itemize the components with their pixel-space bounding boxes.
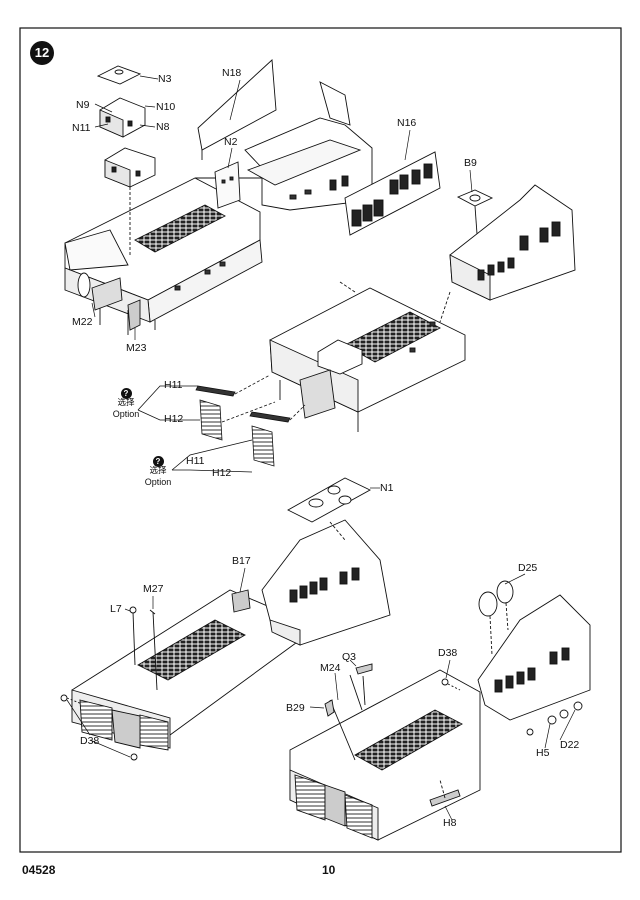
option-brackets bbox=[137, 385, 253, 473]
product-code: 04528 bbox=[22, 863, 56, 877]
label-h5: H5 bbox=[536, 747, 550, 759]
label-m27: M27 bbox=[143, 583, 164, 595]
label-n18: N18 bbox=[222, 67, 242, 79]
label-h12-a: H12 bbox=[164, 413, 184, 425]
label-h8: H8 bbox=[443, 817, 457, 829]
label-m24: M24 bbox=[320, 662, 341, 674]
option-parts-b bbox=[249, 404, 306, 467]
label-q3: Q3 bbox=[342, 651, 357, 663]
label-b29: B29 bbox=[286, 702, 305, 714]
hull-top-left bbox=[64, 177, 291, 335]
label-b17: B17 bbox=[232, 555, 251, 567]
option-note-a-english: Option bbox=[112, 408, 140, 419]
rear-compartment-top bbox=[197, 59, 373, 211]
turret-parts bbox=[96, 65, 156, 255]
label-n10: N10 bbox=[156, 101, 176, 113]
label-n8: N8 bbox=[156, 121, 170, 133]
label-n16: N16 bbox=[397, 117, 417, 129]
hull-bottom-right bbox=[289, 580, 591, 841]
rear-compartment-b9 bbox=[449, 184, 576, 301]
option-note-b-english: Option bbox=[144, 476, 172, 487]
label-b9: B9 bbox=[464, 157, 477, 169]
page-frame bbox=[19, 27, 622, 853]
label-n11: N11 bbox=[72, 122, 91, 134]
label-d38-right: D38 bbox=[438, 647, 458, 659]
label-n3: N3 bbox=[158, 73, 172, 85]
label-m22: M22 bbox=[72, 316, 93, 328]
label-n1: N1 bbox=[380, 482, 394, 494]
step-number-badge: 12 bbox=[30, 41, 54, 65]
hull-bottom-left bbox=[60, 519, 391, 761]
option-note-b-chinese: 选择 bbox=[149, 466, 167, 476]
panel-n16 bbox=[344, 151, 441, 236]
label-n9: N9 bbox=[76, 99, 90, 111]
option-badge-icon: ? bbox=[152, 456, 164, 467]
option-badge-icon: ? bbox=[120, 388, 132, 399]
option-note-a: ? 选择 Option bbox=[108, 388, 144, 419]
label-n2: N2 bbox=[224, 136, 238, 148]
label-l7: L7 bbox=[110, 603, 122, 615]
page-number: 10 bbox=[322, 863, 336, 877]
callout-leaders bbox=[66, 75, 576, 821]
label-m23: M23 bbox=[126, 342, 147, 354]
option-parts-a bbox=[195, 374, 276, 441]
label-d22: D22 bbox=[560, 739, 580, 751]
label-d38-left: D38 bbox=[80, 735, 100, 747]
label-d25: D25 bbox=[518, 562, 538, 574]
label-h11-a: H11 bbox=[164, 379, 183, 391]
label-h11-b: H11 bbox=[186, 455, 205, 467]
label-h12-b: H12 bbox=[212, 467, 232, 479]
plate-n1 bbox=[287, 477, 371, 541]
hull-middle bbox=[269, 281, 466, 432]
option-note-b: ? 选择 Option bbox=[140, 456, 176, 487]
option-note-a-chinese: 选择 bbox=[117, 398, 135, 408]
